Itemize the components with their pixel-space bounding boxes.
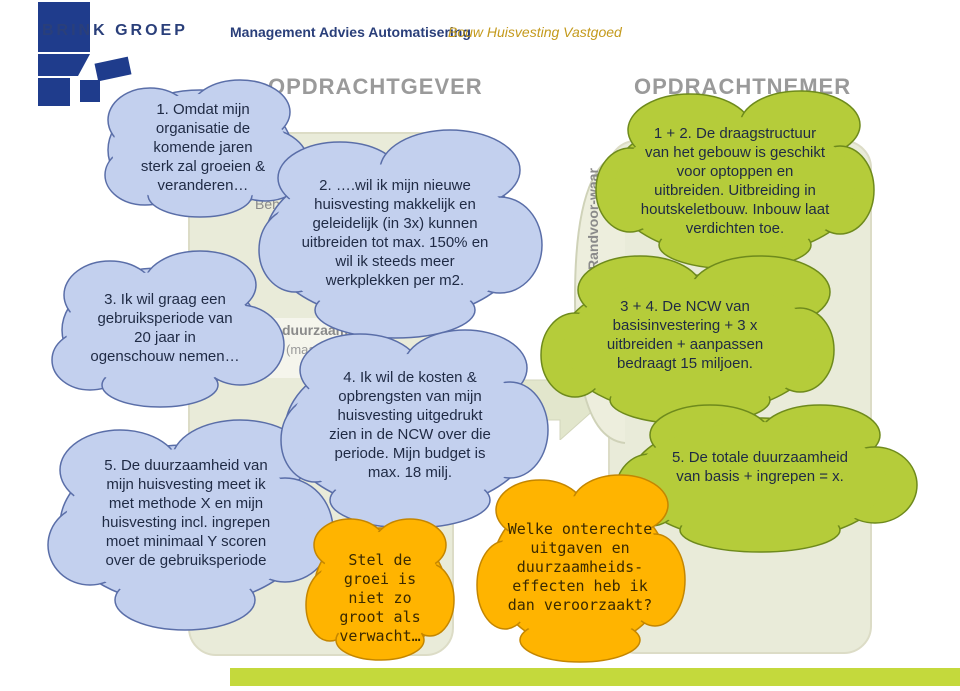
cloud-3-text: 3. Ik wil graag een gebruiksperiode van …: [90, 291, 240, 365]
cloud-4-shape: [280, 329, 549, 529]
cloud-r5-text: 5. De totale duurzaamheid van basis + in…: [672, 449, 848, 485]
cloud-o2-text: Welke onterechte uitgaven en duurzaamhei…: [507, 520, 653, 614]
cloud-5-shape: [47, 419, 334, 631]
cloud-o2-shape: [476, 474, 686, 663]
cloud-5-text: 5. De duurzaamheid van mijn huisvesting …: [101, 457, 271, 569]
cloud-r34-text: 3 + 4. De NCW van basisinvestering + 3 x…: [606, 298, 764, 372]
cloud-r12-text: 1 + 2. De draagstructuur van het gebouw …: [640, 125, 830, 237]
cloud-1-text: 1. Omdat mijn organisatie de komende jar…: [140, 101, 266, 194]
client-title: OPDRACHTGEVER: [268, 74, 483, 99]
cloud-r12-shape: [595, 90, 875, 270]
cloud-4-text: 4. Ik wil de kosten & opbrengsten van mi…: [329, 369, 491, 481]
cloud-1-shape: [104, 79, 310, 218]
logo-text: BRINK GROEP: [42, 22, 188, 39]
cloud-o1-text: Stel de groei is niet zo groot als verwa…: [339, 551, 421, 645]
header-tagline-sub: Bouw Huisvesting Vastgoed: [448, 24, 622, 40]
cloud-r34-shape: [540, 255, 835, 425]
cloud-r5-shape: [615, 404, 918, 553]
cloud-o1-shape: [305, 518, 455, 661]
brink-logo-mark: [38, 2, 134, 106]
cloud-2-text: 2. ….wil ik mijn nieuwe huisvesting makk…: [301, 177, 489, 289]
cloud-3-shape: [51, 250, 285, 408]
header-tagline-main: Management Advies Automatisering: [230, 24, 471, 40]
cloud-2-shape: [258, 129, 543, 339]
bottom-accent-bar: [230, 668, 960, 686]
